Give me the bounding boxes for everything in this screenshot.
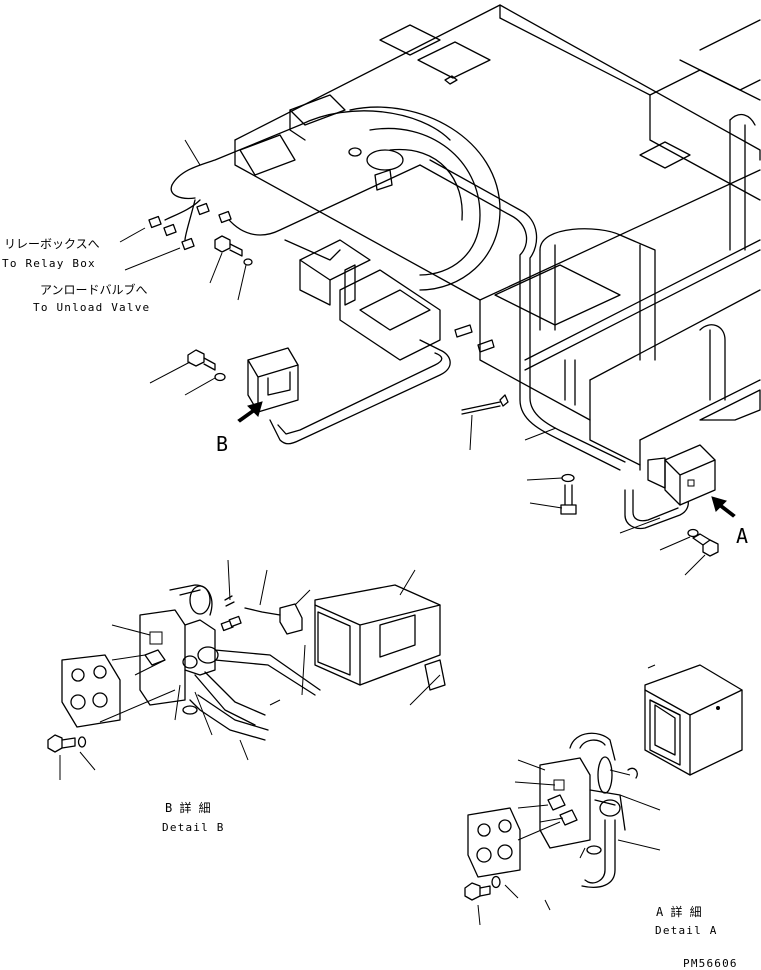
machine-frame bbox=[234, 4, 761, 471]
relay-box-label-en: To Relay Box bbox=[2, 257, 96, 270]
wiring-harness bbox=[148, 110, 689, 530]
leader-lines bbox=[119, 139, 706, 576]
switch-box-b bbox=[187, 347, 299, 413]
detail-b-title-en: Detail B bbox=[162, 821, 225, 834]
unload-valve-label-en: To Unload Valve bbox=[33, 301, 151, 314]
detail-a-title-en: Detail A bbox=[655, 924, 718, 937]
vertical-bolt bbox=[461, 401, 577, 515]
view-b-marker: B bbox=[216, 432, 229, 456]
mounting-bracket bbox=[299, 239, 441, 361]
hex-bolt bbox=[214, 235, 253, 266]
detail-a-drawing bbox=[464, 664, 743, 926]
detail-b-drawing bbox=[47, 559, 446, 780]
switch-box-a bbox=[647, 444, 719, 557]
view-b-arrow bbox=[237, 401, 263, 423]
detail-b-title-jp: B 詳 細 bbox=[165, 801, 211, 815]
unload-valve-label-jp: アンロードバルブへ bbox=[40, 283, 148, 297]
view-a-marker: A bbox=[736, 524, 749, 548]
relay-box-label-jp: リレーボックスへ bbox=[4, 237, 100, 251]
view-a-arrow bbox=[711, 496, 736, 518]
detail-a-title-jp: A 詳 細 bbox=[656, 905, 702, 919]
drawing-number: PM56606 bbox=[683, 957, 738, 970]
